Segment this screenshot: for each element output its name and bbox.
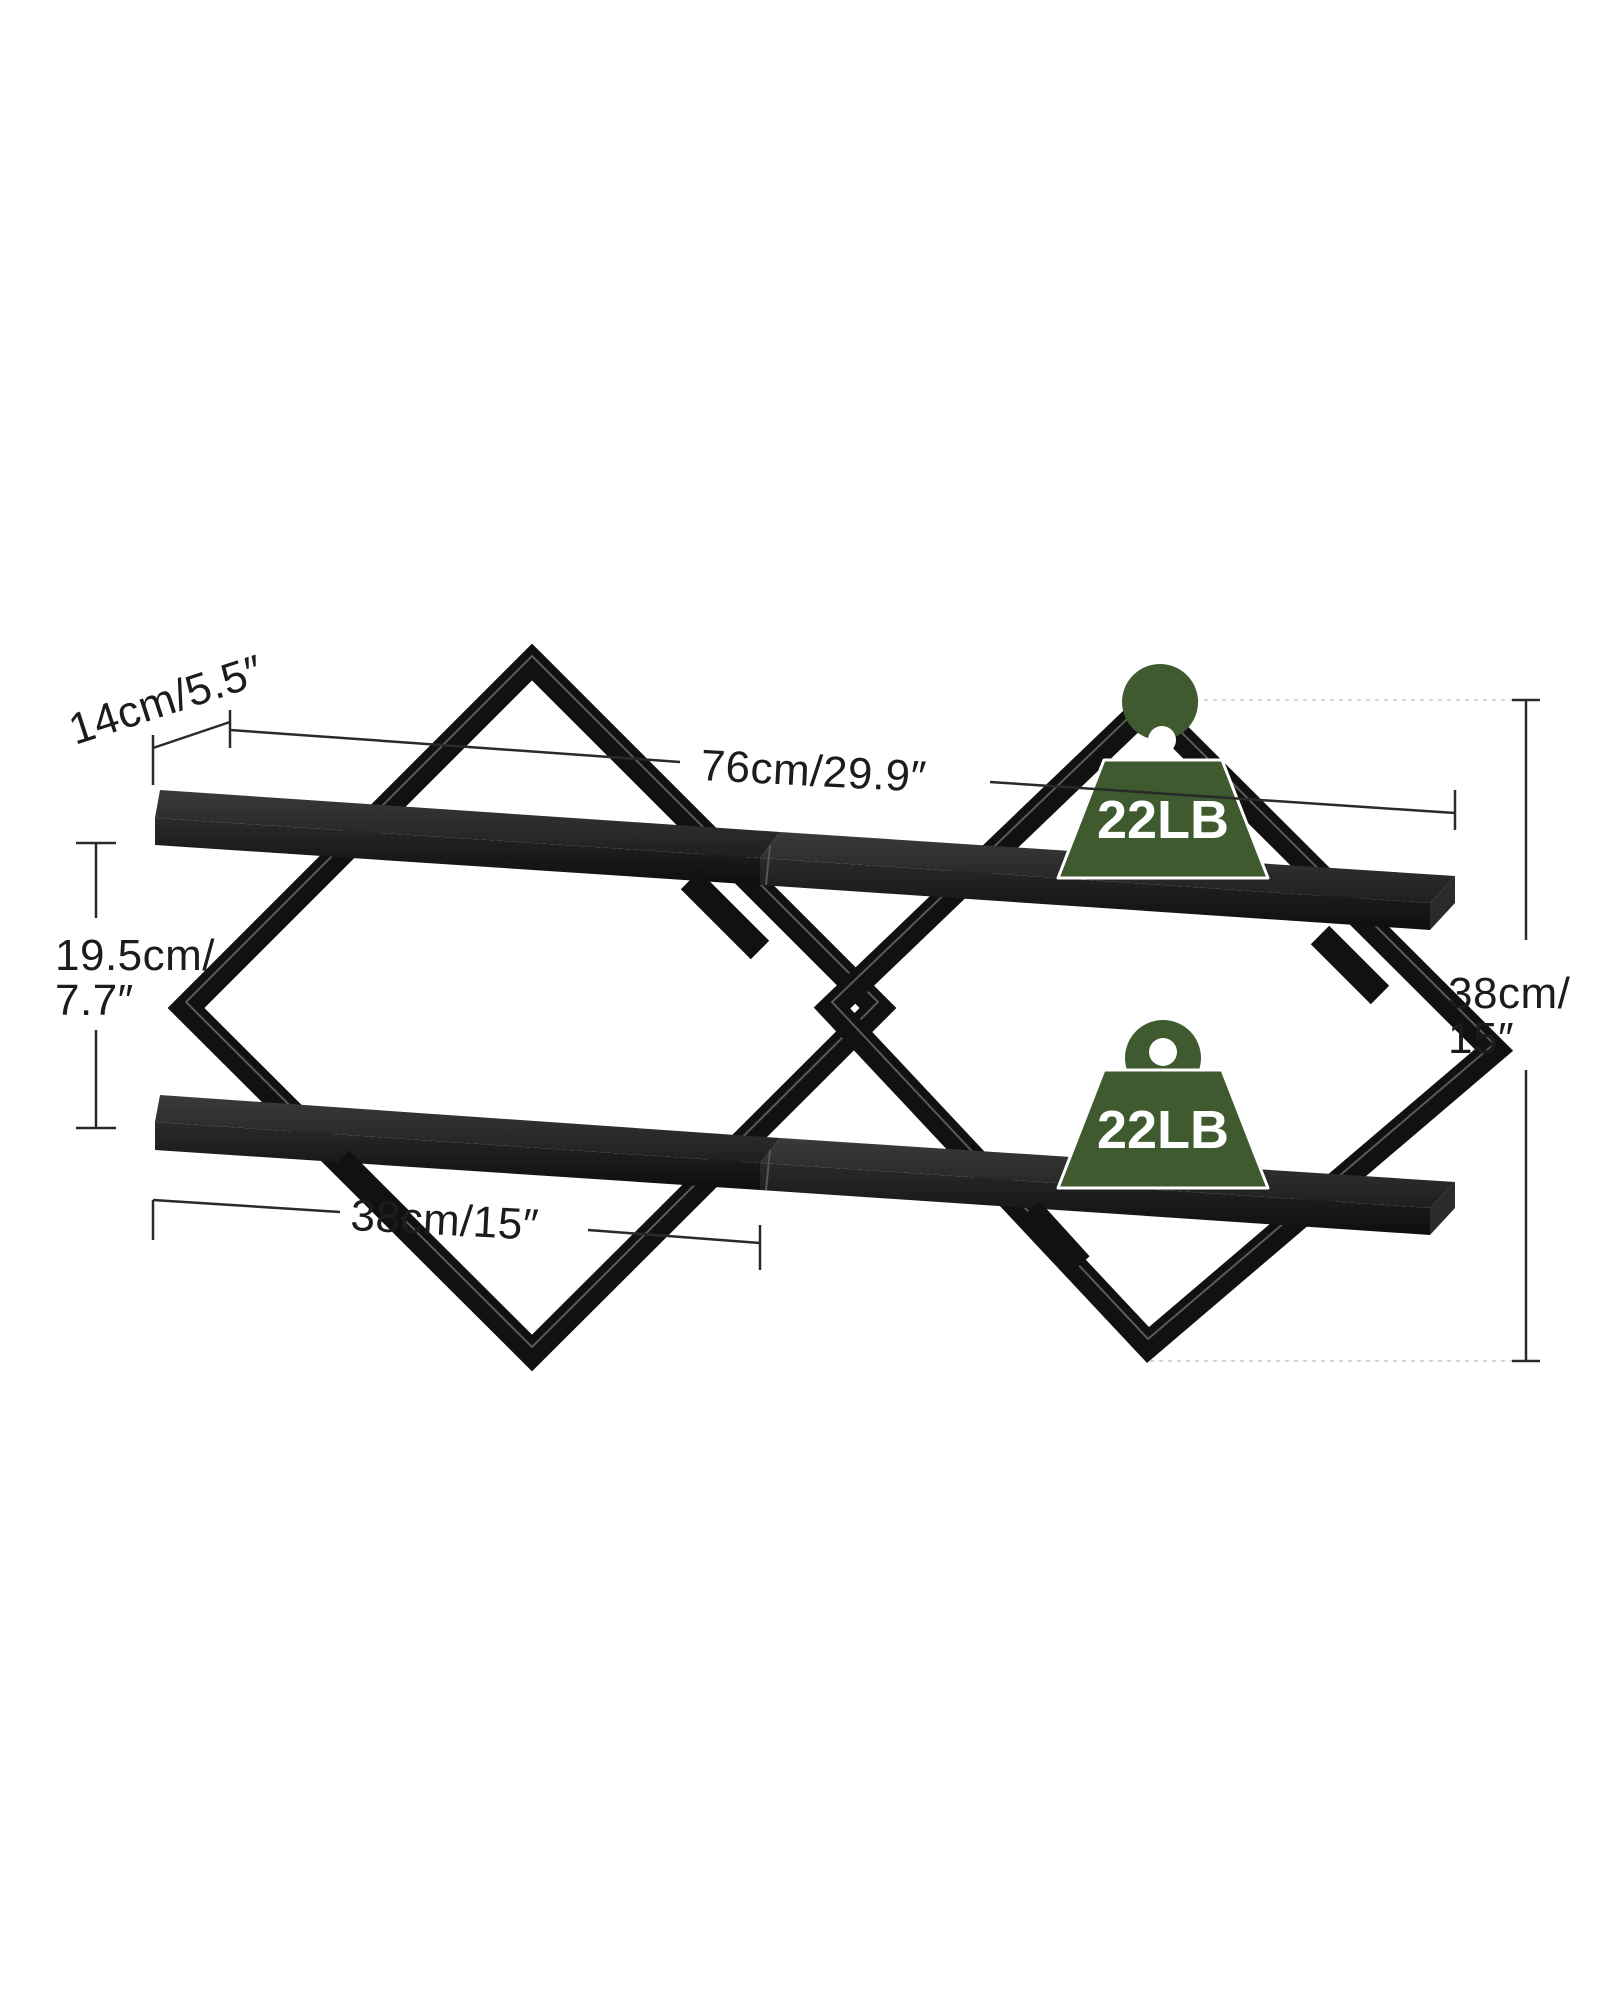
weight-icon <box>1056 1020 1270 1190</box>
bottom-shelf-left-board <box>155 1095 780 1163</box>
bottom-shelf-capacity: 22LB <box>1097 1100 1229 1160</box>
depth-label: 14cm/5.5″ <box>63 646 269 755</box>
total-height-label-line2: 15″ <box>1448 1014 1514 1063</box>
bottom-weight-badge: 22LB <box>1056 1020 1270 1190</box>
shelf-gap-label-line1: 19.5cm/ <box>55 931 215 980</box>
depth-dimension: 14cm/5.5″ <box>63 646 269 785</box>
total-width-dimension: 76cm/29.9″ <box>229 728 1457 830</box>
top-shelf-left-board <box>155 790 780 858</box>
left-diamond-frame <box>167 643 897 1372</box>
total-width-label: 76cm/29.9″ <box>699 741 927 802</box>
total-height-dimension: 38cm/ 15″ <box>1448 698 1571 1363</box>
total-height-label-line1: 38cm/ <box>1448 969 1571 1018</box>
right-diamond-frame <box>813 686 1514 1363</box>
top-shelf-capacity: 22LB <box>1097 790 1229 850</box>
frame-front-segments <box>330 870 1390 1274</box>
single-width-dimension: 38cm/15″ <box>151 1191 762 1270</box>
shelf-gap-label-line2: 7.7″ <box>55 976 134 1025</box>
shelf-gap-dimension: 19.5cm/ 7.7″ <box>55 841 215 1130</box>
single-width-label: 38cm/15″ <box>349 1191 540 1250</box>
